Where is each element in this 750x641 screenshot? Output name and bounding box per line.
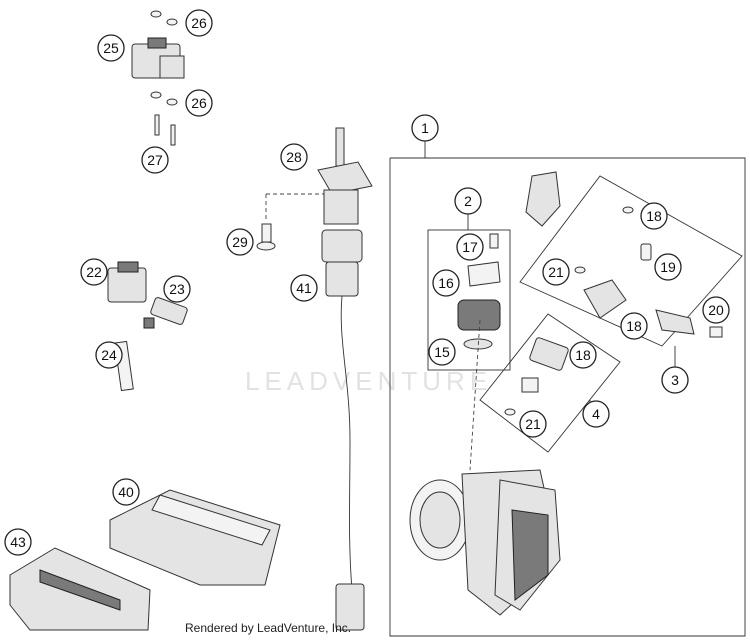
callout-23: 23 — [163, 275, 191, 303]
svg-text:16: 16 — [438, 275, 454, 291]
svg-text:21: 21 — [548, 264, 564, 280]
callout-21-b: 21 — [519, 410, 547, 438]
svg-text:22: 22 — [86, 264, 102, 280]
bracket-16 — [467, 261, 501, 287]
watermark: LEADVENTURE — [245, 366, 492, 396]
callout-18-c: 18 — [569, 341, 597, 369]
wiring-harness-41 — [321, 229, 365, 631]
svg-text:17: 17 — [462, 239, 478, 255]
callout-26-a: 26 — [185, 9, 213, 37]
injector-rail — [583, 279, 627, 319]
callout-28: 28 — [280, 143, 308, 171]
callout-4: 4 — [582, 400, 610, 428]
screws-27 — [154, 114, 176, 146]
svg-text:26: 26 — [191, 15, 207, 31]
sensor-kit-frame — [427, 213, 511, 371]
svg-text:18: 18 — [646, 208, 662, 224]
callout-40: 40 — [112, 478, 140, 506]
svg-text:18: 18 — [626, 318, 642, 334]
injector-kit-frame — [519, 175, 743, 368]
injector-18 — [525, 171, 634, 274]
svg-text:18: 18 — [575, 347, 591, 363]
injector-4-body — [504, 337, 569, 416]
callout-1: 1 — [411, 114, 439, 142]
ecu-40 — [109, 489, 281, 586]
svg-text:15: 15 — [434, 344, 450, 360]
callout-2: 2 — [454, 187, 482, 215]
pin-19 — [640, 243, 652, 261]
callout-22: 22 — [80, 258, 108, 286]
callout-18-b: 18 — [620, 312, 648, 340]
callout-15: 15 — [428, 338, 456, 366]
svg-text:41: 41 — [296, 280, 312, 296]
svg-text:25: 25 — [103, 40, 119, 56]
svg-text:26: 26 — [191, 95, 207, 111]
throttle-body — [409, 319, 561, 616]
callout-3: 3 — [661, 366, 689, 394]
callout-21-a: 21 — [542, 258, 570, 286]
callout-25: 25 — [97, 34, 125, 62]
callout-43: 43 — [4, 528, 32, 556]
callout-17: 17 — [456, 233, 484, 261]
callout-16: 16 — [432, 269, 460, 297]
svg-text:43: 43 — [10, 534, 26, 550]
svg-text:23: 23 — [169, 281, 185, 297]
callout-19: 19 — [654, 253, 682, 281]
svg-text:27: 27 — [147, 152, 163, 168]
callout-29: 29 — [226, 228, 254, 256]
washers-26-bottom — [150, 91, 178, 106]
svg-text:3: 3 — [671, 372, 679, 388]
svg-text:20: 20 — [708, 302, 724, 318]
callout-18-a: 18 — [640, 202, 668, 230]
ecu-holder-43 — [9, 547, 151, 631]
svg-text:4: 4 — [592, 406, 600, 422]
sensor-28 — [265, 127, 373, 225]
fitting-20 — [655, 309, 723, 338]
throttle-body-assembly-frame — [389, 140, 746, 637]
callout-41: 41 — [290, 274, 318, 302]
screw-29 — [256, 223, 276, 251]
footer-credit: Rendered by LeadVenture, Inc. — [185, 621, 352, 635]
injector-frame — [479, 313, 621, 453]
svg-text:28: 28 — [286, 149, 302, 165]
screw-17 — [489, 233, 499, 249]
callout-27: 27 — [141, 146, 169, 174]
washers-26-top — [150, 10, 178, 26]
callout-20: 20 — [702, 296, 730, 324]
sensor-23 — [143, 297, 188, 329]
sensor-25 — [131, 37, 185, 79]
svg-text:19: 19 — [660, 259, 676, 275]
svg-text:2: 2 — [464, 193, 472, 209]
callout-24: 24 — [95, 341, 123, 369]
svg-text:29: 29 — [232, 234, 248, 250]
svg-text:24: 24 — [101, 347, 117, 363]
connector-22 — [107, 261, 147, 303]
callout-26-b: 26 — [185, 89, 213, 117]
svg-text:1: 1 — [421, 120, 429, 136]
svg-text:40: 40 — [118, 484, 134, 500]
svg-text:21: 21 — [525, 416, 541, 432]
